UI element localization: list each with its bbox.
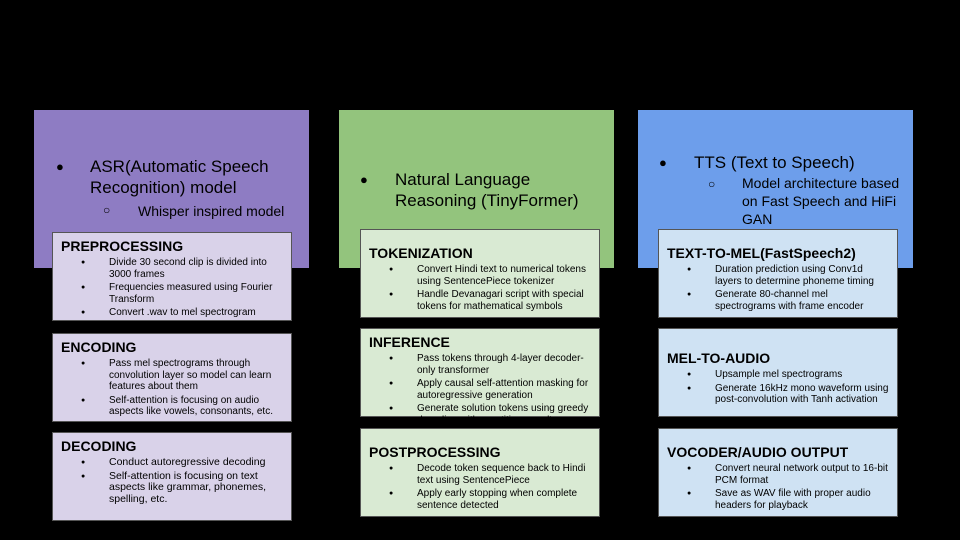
tokenization-box: TOKENIZATION Convert Hindi text to numer… (360, 229, 600, 318)
list-item: Convert Hindi text to numerical tokens u… (369, 264, 591, 287)
bullet-icon: ● (360, 172, 368, 187)
tts-header-subtitle: Model architecture based on Fast Speech … (742, 175, 900, 227)
list-item: Duration prediction using Conv1d layers … (667, 264, 889, 287)
list-item: Divide 30 second clip is divided into 30… (61, 257, 283, 280)
encoding-box: ENCODING Pass mel spectrograms through c… (52, 333, 292, 422)
box-title: ENCODING (61, 339, 137, 355)
box-title: PREPROCESSING (61, 238, 184, 254)
list-item: Handle Devanagari script with special to… (369, 289, 591, 312)
nlr-header-title: Natural Language Reasoning (TinyFormer) (395, 170, 579, 210)
inference-box: INFERENCE Pass tokens through 4-layer de… (360, 328, 600, 426)
box-title: DECODING (61, 438, 137, 454)
list-item: Conduct autoregressive decoding (61, 456, 283, 469)
list-item: Pass mel spectrograms through convolutio… (61, 358, 283, 393)
bullet-icon: ● (56, 159, 64, 174)
list-item: Pass tokens through 4-layer decoder-only… (369, 353, 591, 376)
mel-to-audio-box: MEL-TO-AUDIO Upsample mel spectrograms G… (658, 328, 898, 417)
hollow-bullet-icon: ○ (708, 177, 716, 191)
box-title: TOKENIZATION (369, 245, 473, 261)
box-title: POSTPROCESSING (369, 444, 501, 460)
list-item: Generate solution tokens using greedy de… (369, 403, 591, 426)
tts-header-title: TTS (Text to Speech) (694, 153, 855, 172)
list-item: Generate 16kHz mono waveform using post-… (667, 383, 889, 406)
hollow-bullet-icon: ○ (103, 203, 111, 217)
list-item: Decode token sequence back to Hindi text… (369, 463, 591, 486)
box-title: VOCODER/AUDIO OUTPUT (667, 444, 849, 460)
list-item: Self-attention is focusing on text aspec… (61, 470, 283, 506)
box-title: TEXT-TO-MEL(FastSpeech2) (667, 245, 856, 261)
list-item: Self-attention is focusing on audio aspe… (61, 395, 283, 418)
bullet-icon: ● (659, 155, 667, 170)
list-item: Generate 80-channel mel spectrograms wit… (667, 289, 889, 312)
asr-header-title: ASR(Automatic Speech Recognition) model (90, 157, 269, 197)
list-item: Convert .wav to mel spectrogram (61, 307, 283, 319)
list-item: Apply early stopping when complete sente… (369, 488, 591, 511)
text-to-mel-box: TEXT-TO-MEL(FastSpeech2) Duration predic… (658, 229, 898, 318)
list-item: Frequencies measured using Fourier Trans… (61, 282, 283, 305)
list-item: Apply causal self-attention masking for … (369, 378, 591, 401)
vocoder-audio-output-box: VOCODER/AUDIO OUTPUT Convert neural netw… (658, 428, 898, 517)
list-item: Convert neural network output to 16-bit … (667, 463, 889, 486)
decoding-box: DECODING Conduct autoregressive decoding… (52, 432, 292, 521)
preprocessing-box: PREPROCESSING Divide 30 second clip is d… (52, 232, 292, 321)
list-item: Upsample mel spectrograms (667, 369, 889, 381)
asr-header-subtitle: Whisper inspired model (138, 203, 285, 219)
list-item: Save as WAV file with proper audio heade… (667, 488, 889, 511)
postprocessing-box: POSTPROCESSING Decode token sequence bac… (360, 428, 600, 517)
box-title: MEL-TO-AUDIO (667, 350, 771, 366)
box-title: INFERENCE (369, 334, 450, 350)
